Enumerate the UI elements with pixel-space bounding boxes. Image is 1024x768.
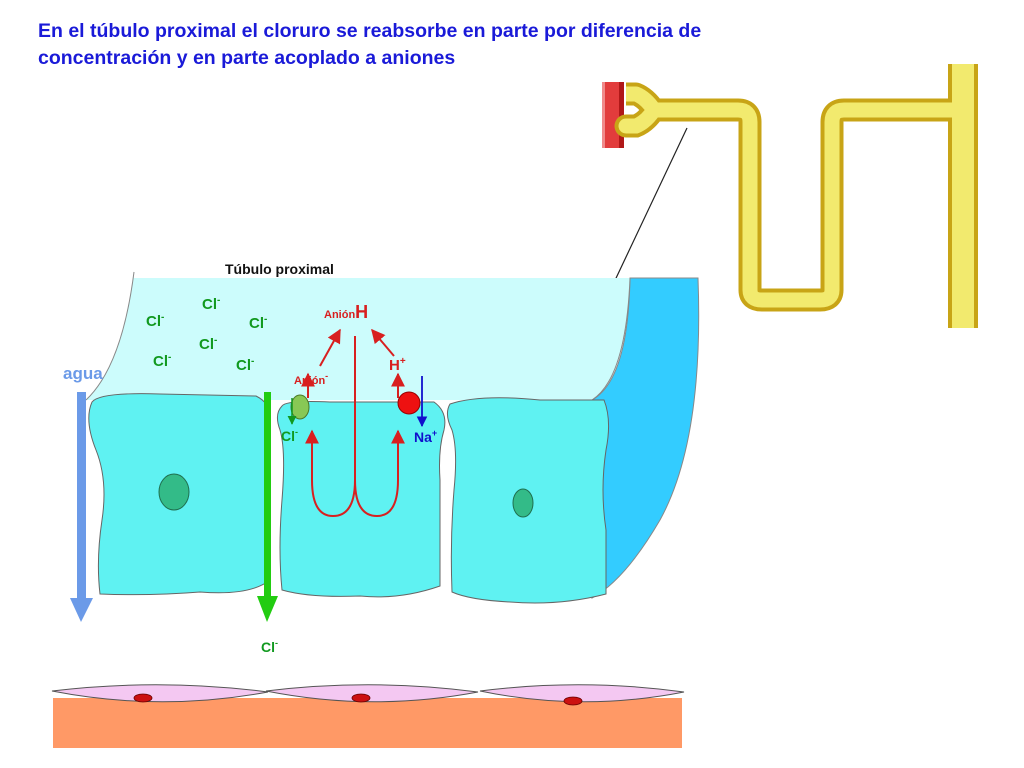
anion-to-aniondh-arrow	[319, 328, 341, 367]
lumen-chloride-ions: Cl- Cl- Cl- Cl- Cl- Cl-	[146, 295, 267, 374]
chloride-ion: Cl-	[202, 295, 220, 313]
epithelial-cell-middle	[276, 401, 446, 598]
na-h-exchanger	[397, 391, 421, 415]
endothelial-cell	[265, 684, 479, 703]
anion-h-label: AniónH	[324, 302, 368, 322]
nephron-tubule	[626, 86, 960, 308]
anion-cycle-arrows	[301, 328, 405, 518]
chloride-ion: Cl-	[236, 356, 254, 374]
chloride-ion: Cl-	[199, 335, 217, 353]
cell-nucleus	[158, 473, 190, 511]
interstitial-chloride-label: Cl-	[261, 638, 278, 655]
title-line-1: En el túbulo proximal el cloruro se reab…	[38, 20, 702, 42]
anion-label: Anión-	[294, 371, 328, 387]
endothelial-cell	[51, 684, 269, 703]
interstitium	[53, 698, 682, 748]
intracellular-chloride-label: Cl-	[281, 427, 298, 444]
endothelial-nucleus	[351, 693, 371, 703]
proton-label: H+	[389, 356, 406, 374]
tubule-wall	[591, 277, 700, 599]
slide-title: En el túbulo proximal el cloruro se reab…	[38, 18, 858, 72]
sodium-label: Na+	[414, 428, 437, 445]
endothelial-nucleus	[133, 693, 153, 703]
cl-anion-exchanger	[290, 394, 310, 420]
chloride-ion: Cl-	[249, 314, 267, 332]
tubule-label: Túbulo proximal	[225, 261, 334, 277]
endothelial-nucleus	[563, 696, 583, 706]
chloride-ion: Cl-	[146, 312, 164, 330]
tubule-lumen	[86, 272, 630, 400]
capillary-section	[51, 684, 685, 748]
chloride-flux-arrow	[257, 392, 278, 622]
anion-recycle-loop	[354, 429, 405, 518]
tubule-section	[85, 271, 700, 604]
cell-nucleus	[512, 488, 534, 518]
title-line-2: concentración y en parte acoplado a anio…	[38, 47, 456, 69]
water-flux-arrow	[70, 392, 93, 622]
chloride-ion: Cl-	[153, 352, 171, 370]
h-to-aniondh-arrow	[371, 328, 395, 357]
water-label: agua	[63, 364, 103, 383]
anion-recycle-loop	[305, 336, 356, 518]
endothelial-cell	[479, 684, 685, 703]
nephron-inset	[582, 64, 978, 349]
collecting-duct	[952, 64, 974, 328]
nephron-tubule-outline	[624, 82, 960, 312]
